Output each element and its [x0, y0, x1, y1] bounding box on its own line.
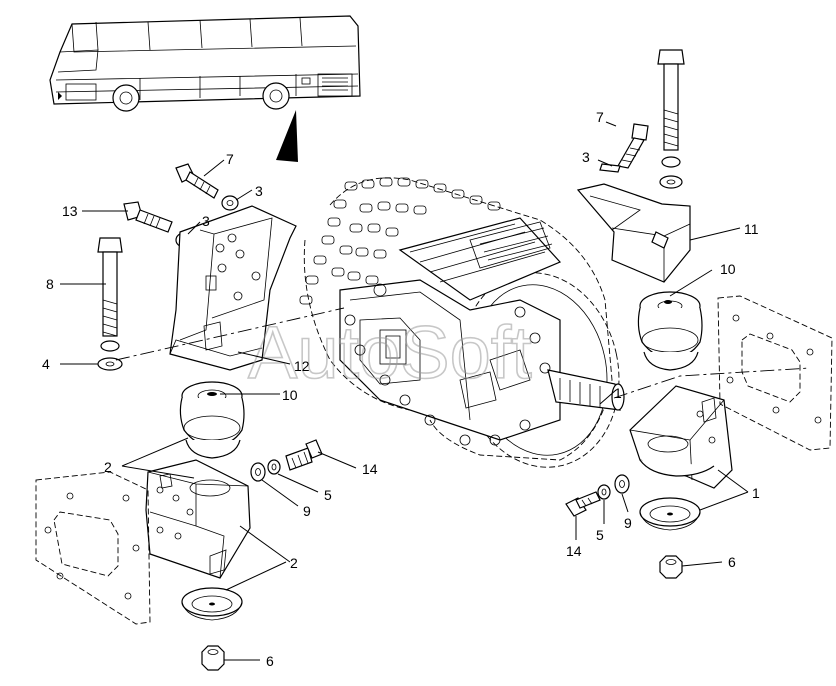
bottom-cup-2-left: [181, 587, 243, 621]
lower-bracket-2-left: [145, 459, 251, 579]
washer-5-left: [267, 459, 281, 475]
washer-3-left-upper: [221, 195, 239, 211]
callout-8: 8: [46, 276, 54, 292]
rubber-mount-10-left: [179, 381, 245, 459]
bolt-8: [97, 237, 123, 337]
frame-plate-left: [35, 471, 151, 625]
frame-plate-right: [717, 295, 833, 451]
callout-14-right: 14: [566, 543, 582, 559]
bolt-14-left: [285, 439, 323, 471]
bolt-7-left: [175, 163, 219, 199]
leader-lines: [60, 121, 749, 661]
nut-6-right: [659, 555, 683, 579]
callout-6-right: 6: [728, 554, 736, 570]
callout-11: 11: [744, 221, 759, 237]
callout-7-left: 7: [226, 151, 234, 167]
watermark-text: AutoSoft: [248, 311, 532, 394]
callout-13: 13: [62, 203, 78, 219]
bolt-14-right: [565, 491, 601, 517]
callout-9-left: 9: [303, 503, 311, 519]
nut-6-left: [201, 645, 225, 671]
bracket-12: [169, 205, 297, 371]
bus-thumbnail: [49, 15, 361, 112]
callout-5-right: 5: [596, 527, 604, 543]
lower-bracket-1-right: [629, 385, 733, 489]
callout-2-left-upper: 2: [104, 459, 112, 475]
location-arrow-icon: [276, 110, 298, 162]
bolt-long-right: [657, 49, 685, 151]
bolt-13: [123, 201, 173, 233]
callout-1-shaft: 1: [614, 385, 622, 401]
washer-9-right: [614, 474, 630, 494]
callout-10-left: 10: [282, 387, 298, 403]
callout-3-left-upper: 3: [255, 183, 263, 199]
washer-3-right: [599, 163, 621, 173]
callout-7-right: 7: [596, 109, 604, 125]
bolt-7-right: [617, 123, 649, 169]
callout-12: 12: [294, 358, 310, 374]
washer-5-right: [597, 484, 611, 500]
callout-6-left: 6: [266, 653, 274, 669]
bracket-11: [576, 183, 691, 283]
washer-4a: [100, 340, 120, 352]
callout-3-right: 3: [582, 149, 590, 165]
callout-9-right: 9: [624, 515, 632, 531]
rubber-mount-10-right: [637, 291, 703, 371]
callout-labels: 7 3 13 3 8 4 12 10 2 14 5 9 2 6 7 3 11 1…: [42, 109, 760, 669]
bottom-cup-1-right: [639, 497, 701, 531]
gearbox-assembly: [299, 177, 625, 468]
callout-10-right: 10: [720, 261, 736, 277]
callout-3-left-lower: 3: [202, 213, 210, 229]
callout-5-left: 5: [324, 487, 332, 503]
callout-2-left-lower: 2: [290, 555, 298, 571]
callout-4: 4: [42, 356, 50, 372]
callout-1-right: 1: [752, 485, 760, 501]
callout-14-left: 14: [362, 461, 378, 477]
washer-9-left: [250, 462, 266, 482]
